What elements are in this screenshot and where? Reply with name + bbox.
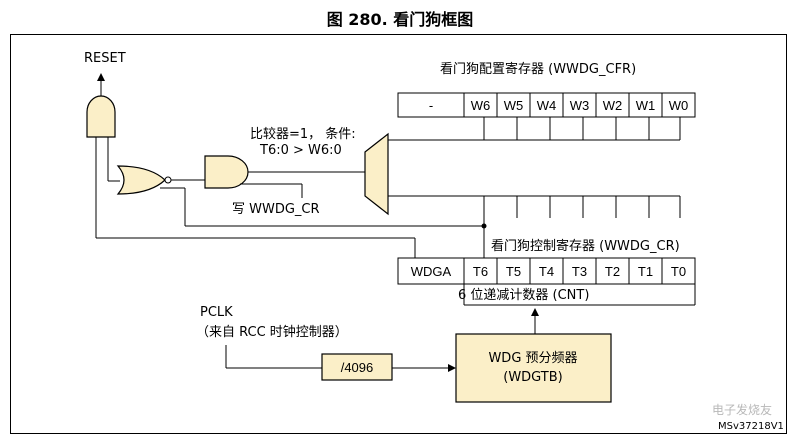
or-gate [116,165,166,195]
cr-cell-t4 [529,257,564,285]
prescaler-block [455,333,612,403]
cr-cell-wdga [397,257,465,285]
compare-expression-label: T6:0 > W6:0 [259,143,342,158]
cfr-cell-label: W5 [504,98,524,113]
cr-register-title: 看门狗控制寄存器 (WWDG_CR) [491,238,680,254]
cfr-cell-w5 [496,92,531,118]
counter-label: 6 位递减计数器 (CNT) [458,288,589,303]
watermark-text: 电子发烧友 [712,402,772,417]
cr-cell-label: T3 [572,264,587,279]
prescaler-label: WDG 预分频器 [488,351,577,366]
cr-cell-label: T5 [506,264,521,279]
cr-cell-t6 [463,257,498,285]
cfr-cell-label: W3 [570,98,590,113]
pclk-label: PCLK [200,305,233,320]
cr-cell-label: T0 [671,264,686,279]
prescaler-sublabel: (WDGTB) [503,370,562,385]
cr-cell-label: T1 [638,264,653,279]
comparator [364,132,389,216]
cfr-cell-label: W0 [669,98,689,113]
cr-cell-label: T2 [605,264,620,279]
reset-and-gate [86,95,116,138]
cfr-register-title: 看门狗配置寄存器 (WWDG_CFR) [440,61,636,77]
cfr-cell-w4 [529,92,564,118]
cfr-cell-w6 [463,92,498,118]
cfr-cell-label: W4 [537,98,557,113]
divider-block [321,353,393,381]
cfr-register: - W6 W5 W4 W3 W2 W1 W0 [397,92,696,118]
cfr-cell-label: - [429,98,433,113]
cr-cell-label: T6 [473,264,488,279]
divider-label: /4096 [341,360,374,375]
cfr-cell-label: W1 [636,98,656,113]
cr-cell-t0 [661,257,696,285]
cfr-cell-reserved [397,92,465,118]
compare-and-gate [204,155,249,189]
cr-register: WDGA T6 T5 T4 T3 T2 T1 T0 [397,257,696,285]
cr-cell-t1 [628,257,663,285]
cfr-cell-label: W6 [471,98,491,113]
diagram-frame [10,34,787,434]
write-cr-label: 写 WWDG_CR [232,202,320,217]
cfr-cell-label: W2 [603,98,623,113]
pclk-source-label: （来自 RCC 时钟控制器） [196,324,348,340]
or-gate-inversion [164,176,172,184]
page-title: 图 280. 看门狗框图 [326,10,474,29]
cfr-cell-w3 [562,92,597,118]
reset-label: RESET [84,51,126,66]
cr-cell-label: WDGA [411,264,452,279]
cfr-bus-lines [388,117,681,141]
cfr-cell-w0 [661,92,696,118]
cr-cell-label: T4 [539,264,554,279]
cr-cell-t3 [562,257,597,285]
counter-bracket [463,284,696,306]
compare-condition-label: 比较器=1， 条件: [250,126,356,142]
cr-cell-t5 [496,257,531,285]
cfr-cell-w1 [628,92,663,118]
cr-bus-lines [388,195,681,258]
figure-id: MSv37218V1 [718,421,784,432]
